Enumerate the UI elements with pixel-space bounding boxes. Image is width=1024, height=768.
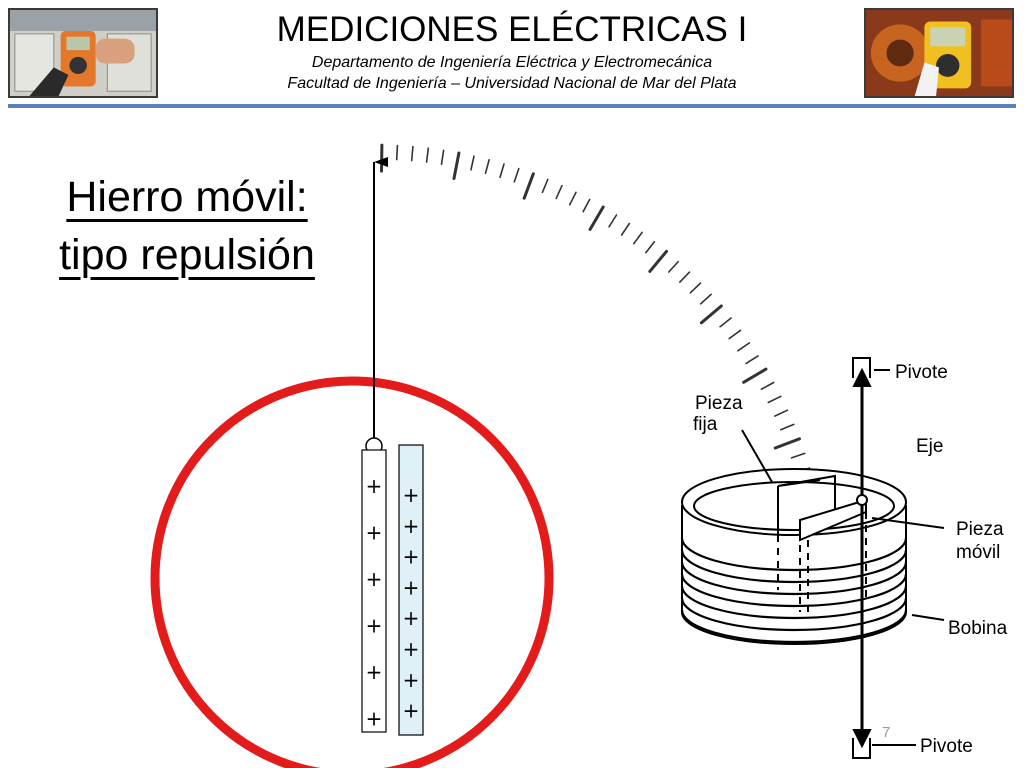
scale-minor-tick — [699, 293, 712, 305]
label-pivot-bottom: Pivote — [920, 736, 973, 757]
scale-minor-tick — [395, 144, 399, 161]
charge-sign: + — [403, 483, 420, 507]
leader-coil — [911, 614, 945, 621]
charge-sign: + — [366, 567, 383, 591]
scale-minor-tick — [608, 214, 618, 228]
charge-sign: + — [366, 474, 383, 498]
charge-sign: + — [403, 514, 420, 538]
scale-major-tick — [452, 151, 461, 180]
scale-minor-tick — [632, 231, 643, 245]
scale-major-tick — [699, 304, 723, 325]
charge-sign: + — [403, 545, 420, 569]
charge-sign: + — [366, 521, 383, 545]
scale-minor-tick — [760, 381, 775, 391]
scale-major-tick — [522, 172, 535, 200]
header: MEDICIONES ELÉCTRICAS I Departamento de … — [160, 8, 864, 94]
label-coil: Bobina — [948, 618, 1008, 639]
label-moving-piece-2: móvil — [956, 542, 1000, 563]
scale-major-tick — [588, 205, 605, 231]
fixed-plate — [398, 444, 424, 736]
scale-minor-tick — [779, 423, 795, 431]
moving-plate — [361, 449, 387, 733]
scale-minor-tick — [790, 452, 806, 459]
scale-minor-tick — [568, 191, 577, 206]
scale-minor-tick — [555, 184, 563, 200]
leader-fixed-piece — [741, 429, 773, 483]
scale-minor-tick — [440, 149, 445, 165]
scale-minor-tick — [737, 342, 751, 352]
charge-sign: + — [403, 699, 420, 723]
charge-sign: + — [403, 606, 420, 630]
coil-drum — [681, 505, 907, 645]
scale-minor-tick — [484, 159, 490, 175]
charge-sign: + — [366, 707, 383, 731]
scale-minor-tick — [689, 282, 702, 294]
charge-sign: + — [403, 637, 420, 661]
shaft-arrow-bottom — [852, 729, 872, 749]
scale-minor-tick — [719, 317, 732, 328]
scale-minor-tick — [620, 222, 631, 236]
label-pivot-top: Pivote — [895, 362, 948, 383]
scale-minor-tick — [410, 145, 414, 162]
scale-minor-tick — [678, 271, 691, 284]
course-title: MEDICIONES ELÉCTRICAS I — [276, 10, 748, 49]
moving-iron-piece-hidden — [807, 512, 867, 612]
scale-minor-tick — [667, 260, 680, 273]
fixed-plate-charges: + + + + + + + + — [403, 483, 420, 723]
pivot-bottom-bracket — [852, 738, 871, 759]
scale-minor-tick — [644, 240, 656, 254]
charge-sign: + — [366, 614, 383, 638]
charge-sign: + — [403, 668, 420, 692]
fixed-iron-piece-hidden — [777, 532, 801, 612]
label-moving-piece-1: Pieza — [956, 519, 1004, 540]
shaft-collar — [856, 494, 868, 506]
coil-top-rim — [681, 468, 907, 536]
pivot-top-bracket — [852, 357, 871, 378]
faculty-line: Facultad de Ingeniería – Universidad Nac… — [287, 75, 737, 92]
department-line: Departamento de Ingeniería Eléctrica y E… — [311, 54, 713, 71]
leader-moving-piece — [871, 517, 945, 529]
scale-minor-tick — [513, 167, 520, 183]
scale-minor-tick — [773, 409, 789, 417]
slide-heading: Hierro móvil: tipo repulsión — [26, 168, 348, 284]
scale-major-tick — [648, 249, 668, 273]
coil-windings — [680, 537, 908, 644]
scale-minor-tick — [541, 178, 549, 194]
scale-major-tick — [773, 437, 801, 450]
scale-minor-tick — [767, 395, 782, 404]
slide-heading-line1: Hierro móvil: — [66, 173, 308, 221]
header-rule — [8, 104, 1016, 108]
slide-heading-line2: tipo repulsión — [59, 231, 315, 279]
charge-sign: + — [366, 660, 383, 684]
shaft-arrow-top — [852, 367, 872, 387]
page-number: 7 — [882, 724, 891, 741]
multimeter-photo-right — [864, 8, 1014, 98]
scale-minor-tick — [499, 163, 505, 179]
highlight-circle — [150, 376, 554, 768]
label-fixed-piece-1: Pieza — [695, 393, 743, 414]
scale-minor-tick — [728, 329, 742, 340]
scale-minor-tick — [470, 155, 475, 171]
scale-minor-tick — [582, 198, 591, 213]
coil-inner-rim — [693, 481, 895, 531]
scale-minor-tick — [425, 147, 430, 163]
label-fixed-piece-2: fija — [693, 414, 718, 435]
coil-instrument-drawing — [680, 357, 945, 759]
label-axis: Eje — [916, 436, 943, 457]
moving-plate-charges: + + + + + + — [366, 474, 383, 731]
scale-minor-tick — [745, 355, 759, 365]
scale-major-tick — [742, 367, 768, 384]
charge-sign: + — [403, 575, 420, 599]
multimeter-photo-left — [8, 8, 158, 98]
